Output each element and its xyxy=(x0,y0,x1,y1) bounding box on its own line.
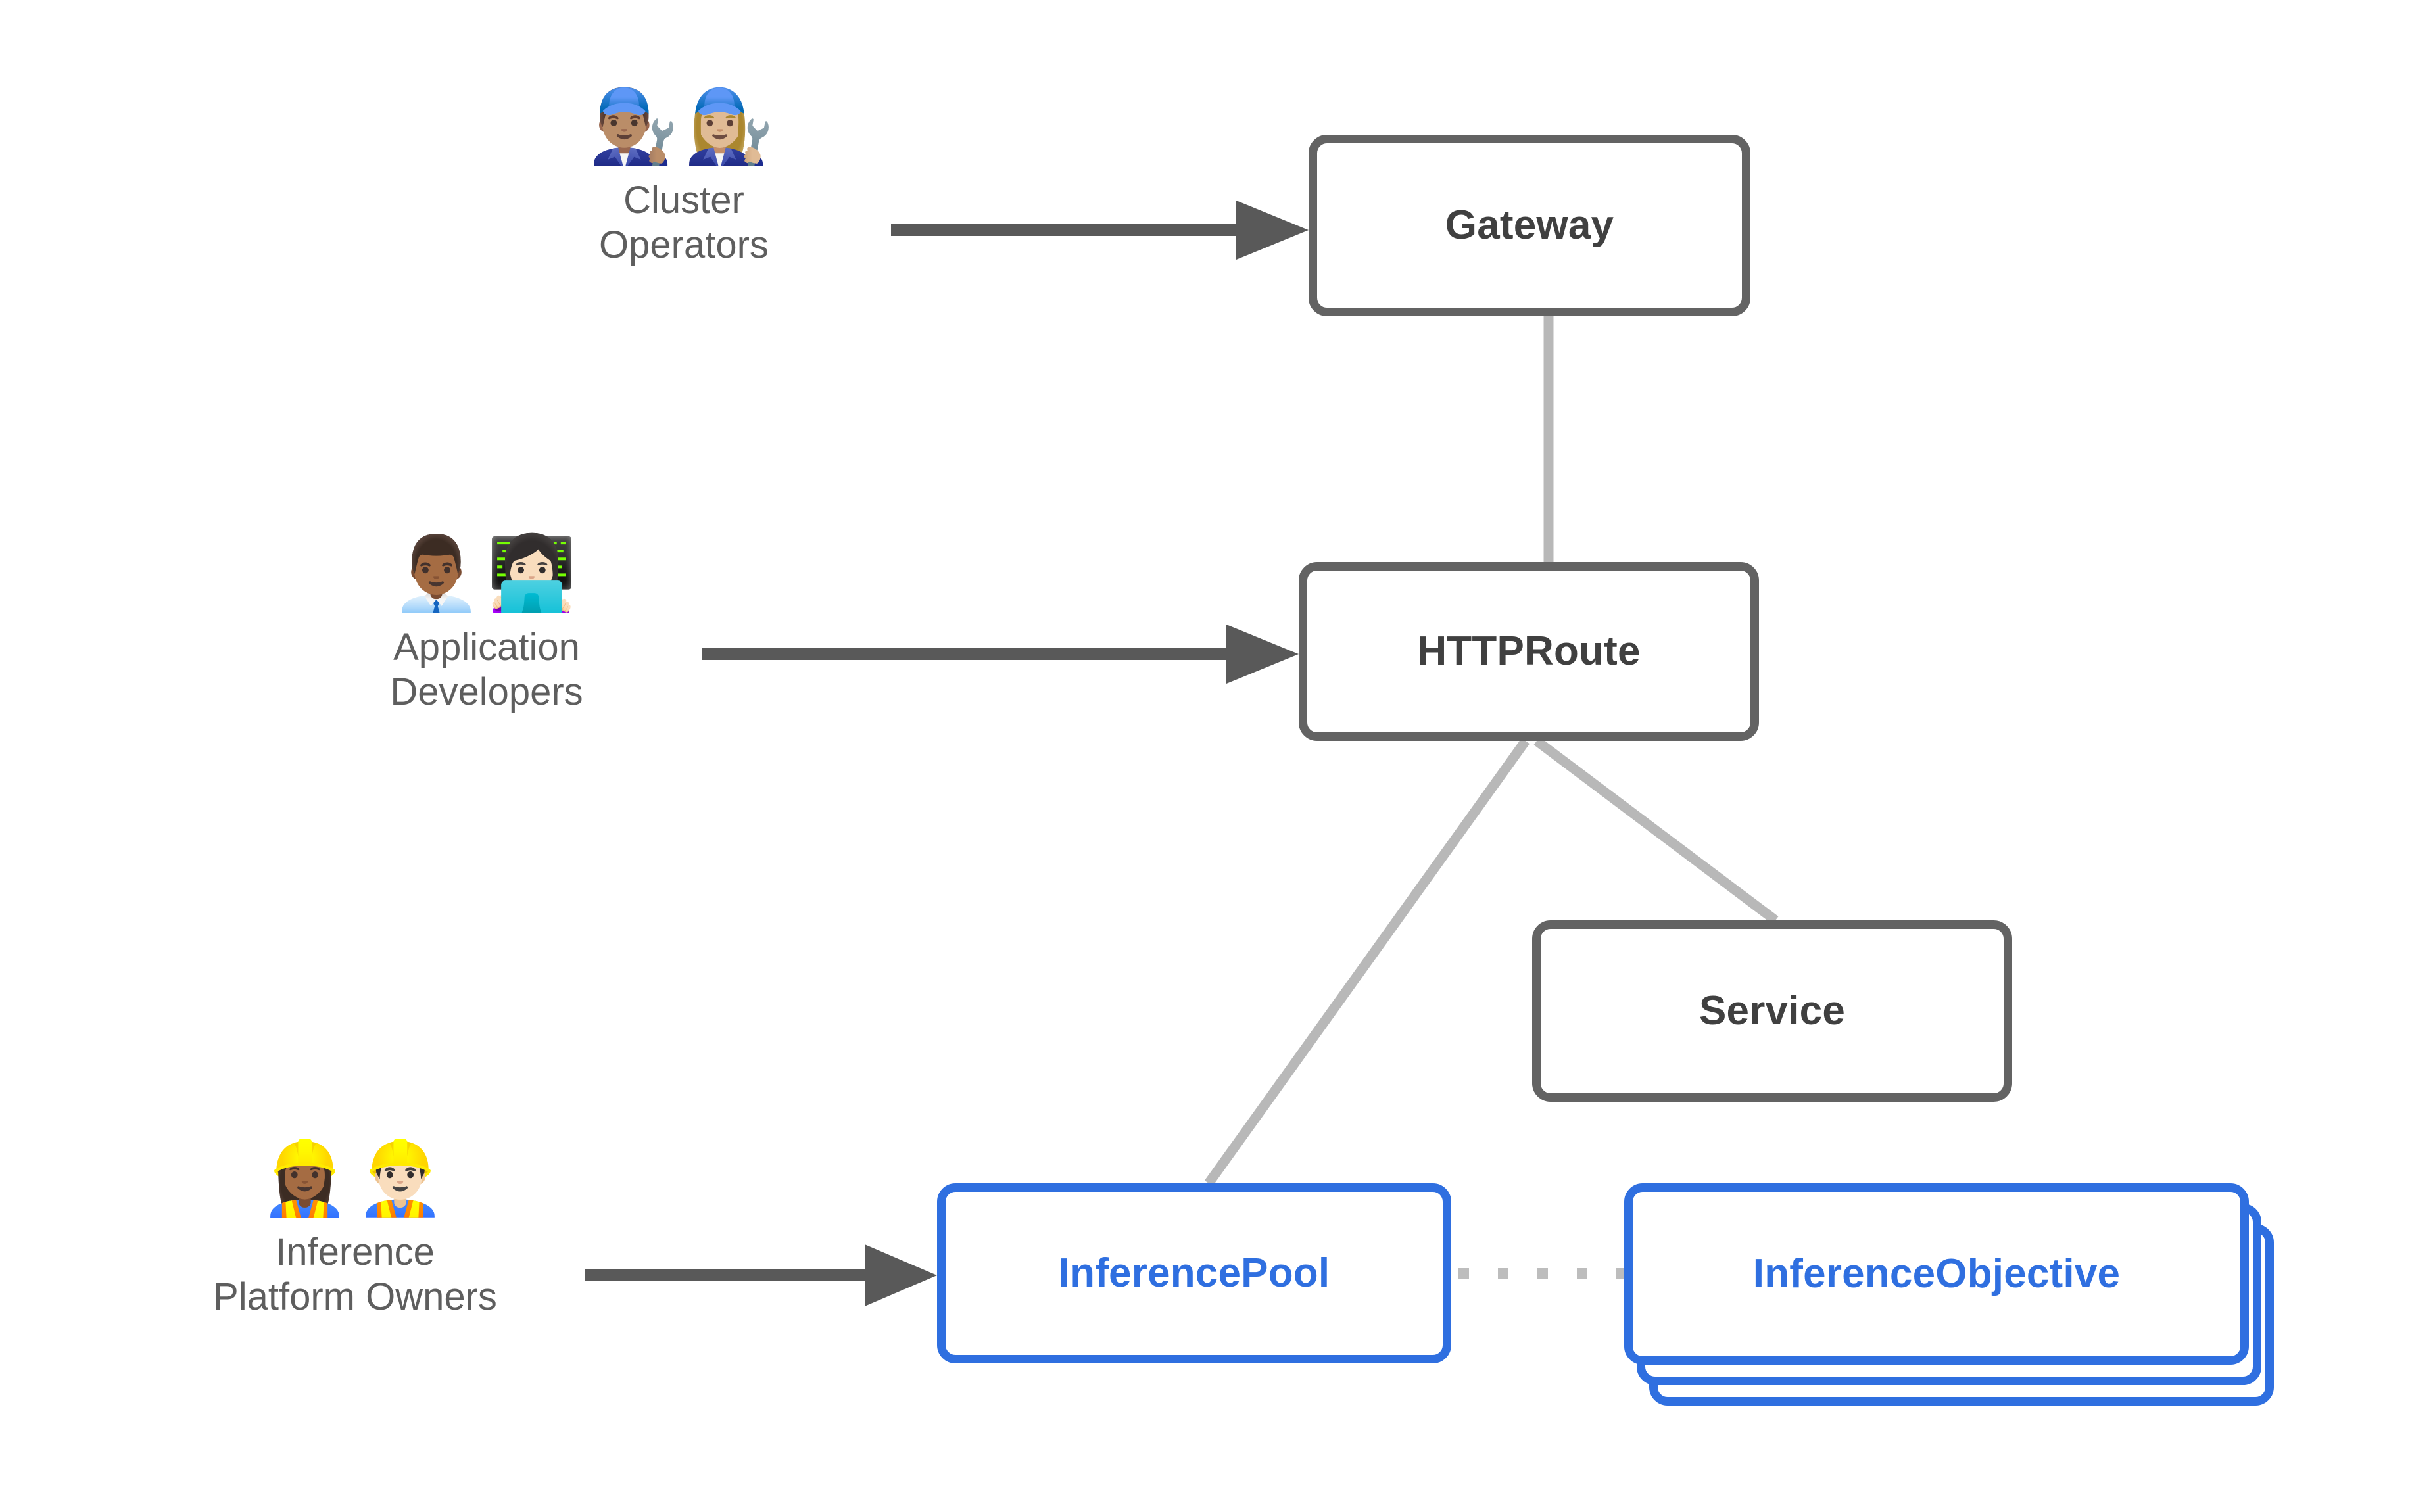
node-inferenceobjective-card-front[interactable]: InferenceObjective xyxy=(1624,1183,2249,1365)
edge-cluster-operators-to-gateway xyxy=(891,201,1309,260)
inference-platform-owners-icon: 👷🏾‍♀️👷🏻‍♂️ xyxy=(260,1138,450,1219)
cluster-operators-icon: 👨🏽‍🔧👩🏼‍🔧 xyxy=(589,86,779,167)
actor-cluster-operators: 👨🏽‍🔧👩🏼‍🔧 Cluster Operators xyxy=(513,85,855,268)
edge-httproute-to-service xyxy=(1533,737,1779,924)
node-service[interactable]: Service xyxy=(1532,920,2012,1102)
application-developers-label: Application Developers xyxy=(390,625,583,713)
node-gateway-label: Gateway xyxy=(1445,202,1614,248)
node-service-label: Service xyxy=(1698,987,1846,1033)
edge-inference-platform-owners-to-inferencepool xyxy=(585,1244,937,1306)
cluster-operators-label: Cluster Operators xyxy=(599,178,769,266)
inference-platform-owners-label: Inference Platform Owners xyxy=(213,1230,497,1318)
actor-application-developers: 👨🏾‍💼👩🏻‍💻 Application Developers xyxy=(316,532,658,715)
node-gateway[interactable]: Gateway xyxy=(1309,135,1750,316)
node-httproute[interactable]: HTTPRoute xyxy=(1299,562,1759,741)
node-httproute-label: HTTPRoute xyxy=(1417,628,1641,674)
node-inferencepool-label: InferencePool xyxy=(1058,1250,1330,1296)
edge-application-developers-to-httproute xyxy=(702,625,1299,684)
node-inferencepool[interactable]: InferencePool xyxy=(937,1183,1451,1363)
edge-httproute-to-inferencepool xyxy=(1204,738,1530,1187)
node-inferenceobjective-stack[interactable]: InferenceObjective xyxy=(1624,1183,2275,1407)
actor-inference-platform-owners: 👷🏾‍♀️👷🏻‍♂️ Inference Platform Owners xyxy=(151,1137,559,1319)
application-developers-icon: 👨🏾‍💼👩🏻‍💻 xyxy=(391,533,582,614)
node-inferenceobjective-label: InferenceObjective xyxy=(1752,1250,2121,1296)
